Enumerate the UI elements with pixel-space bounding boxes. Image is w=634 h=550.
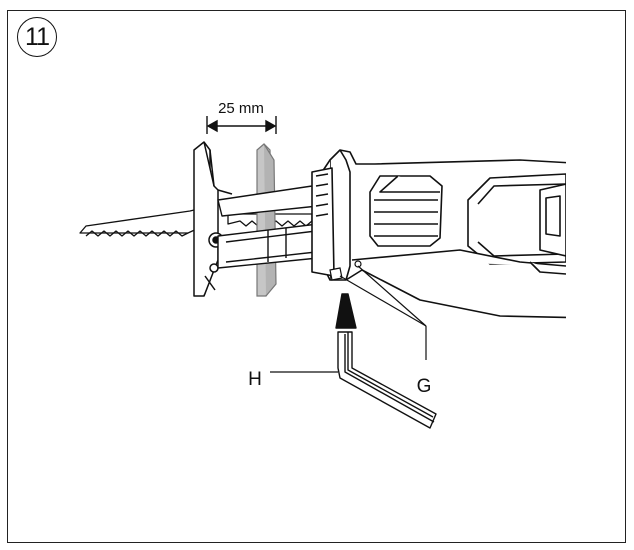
dimension-arrow [206,116,277,134]
saw-shoe-arm [217,185,319,269]
saw-body [311,149,566,319]
callout-h: H [248,369,262,390]
saw-shoe [193,141,233,297]
shoe-extended-position [256,143,277,297]
saw-blade [79,205,313,237]
leader-lines-g [339,265,427,360]
step-number-badge: 11 [17,17,57,57]
screw-g [329,260,362,281]
hex-wrench-h [335,293,437,429]
dimension-label: 25 mm [218,100,264,117]
callout-g: G [417,376,432,397]
